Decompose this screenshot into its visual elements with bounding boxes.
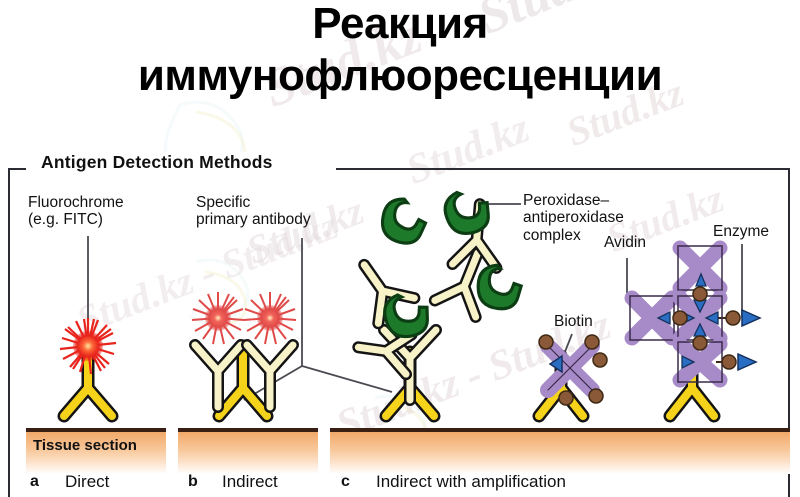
tissue-section-a — [26, 432, 166, 474]
tissue-section-b — [178, 432, 318, 474]
avidin-unit — [624, 240, 728, 388]
title-line-2: иммунофлюоресценции — [137, 51, 663, 100]
label-primary-antibody: Specific primary antibody — [196, 194, 311, 229]
panel-a-direct — [57, 318, 119, 423]
biotin-dot — [538, 334, 608, 406]
fluorochrome-star-a — [59, 318, 117, 375]
figure-panel-title: Antigen Detection Methods — [34, 152, 280, 173]
biotin-dot — [672, 286, 741, 370]
caption-letter-c: c — [341, 473, 350, 490]
caption-letter-b: b — [188, 473, 198, 490]
enzyme-marker — [737, 308, 762, 372]
label-enzyme: Enzyme — [713, 223, 769, 240]
caption-text-c: Indirect with amplification — [376, 472, 566, 491]
fluorochrome-star-b2 — [243, 292, 297, 345]
panel-c-pap-complex — [352, 185, 526, 423]
tissue-line-b — [178, 428, 318, 432]
avidin-complex — [538, 334, 608, 406]
figure-frame — [8, 168, 790, 497]
label-peroxidase-complex: Peroxidase– antiperoxidase complex — [523, 192, 624, 244]
tissue-section-c — [330, 432, 790, 474]
label-biotin: Biotin — [554, 313, 593, 330]
label-avidin: Avidin — [604, 234, 646, 251]
tissue-section-label: Tissue section — [33, 437, 137, 454]
title-line-1: Реакция — [312, 0, 488, 48]
panel-c-biotin-avidin — [532, 334, 608, 423]
caption-letter-a: a — [30, 473, 39, 490]
fluorochrome-star-b1 — [191, 292, 245, 345]
slide-title: Реакция иммунофлюоресценции — [0, 0, 800, 105]
panel-b-indirect — [189, 292, 299, 423]
tissue-line-a — [26, 428, 166, 432]
caption-text-a: Direct — [65, 472, 110, 491]
tissue-line-c — [330, 428, 790, 432]
label-fluorochrome: Fluorochrome (e.g. FITC) — [28, 194, 124, 229]
panel-c-abc-complex — [624, 240, 762, 423]
caption-text-b: Indirect — [222, 472, 278, 491]
